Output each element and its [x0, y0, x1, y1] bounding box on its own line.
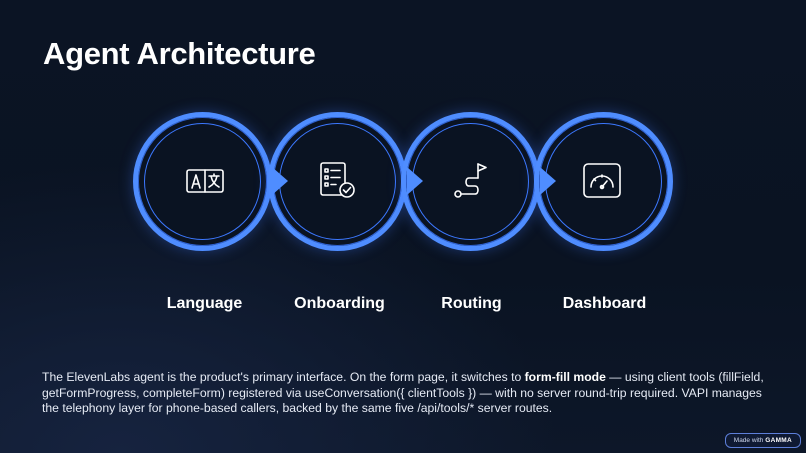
description-code-tools: fillField, getFormProgress, completeForm	[42, 370, 764, 400]
description-text-1: The ElevenLabs agent is the product's pr…	[42, 370, 525, 384]
description-text-5: server routes.	[474, 401, 553, 416]
description-text-2: — using client tools (	[605, 370, 723, 384]
flow-arrow-1	[272, 167, 288, 195]
gauge-icon	[580, 159, 624, 203]
step-label-routing: Routing	[441, 295, 502, 312]
description-code-routes: /api/tools/*	[417, 401, 475, 416]
description-paragraph: The ElevenLabs agent is the product's pr…	[42, 370, 772, 417]
checklist-icon	[316, 159, 360, 203]
step-label-dashboard: Dashboard	[562, 295, 647, 312]
badge-prefix: Made with	[733, 437, 764, 444]
route-flag-icon	[449, 159, 493, 203]
description-text-3: ) registered via	[220, 385, 305, 400]
language-translate-icon	[183, 159, 227, 203]
made-with-badge[interactable]: Made with GAMMA	[724, 433, 801, 448]
routing-ring	[401, 112, 540, 251]
step-label-onboarding: Onboarding	[294, 295, 385, 312]
description-bold-mode: form-fill mode	[524, 370, 606, 384]
flow-arrow-3	[540, 167, 556, 195]
flow-arrow-2	[407, 167, 423, 195]
dashboard-ring	[534, 112, 673, 251]
description-text-4: — with no server round-trip required. VA…	[42, 385, 762, 416]
step-label-language: Language	[166, 295, 243, 312]
onboarding-ring	[268, 112, 407, 251]
language-ring	[133, 112, 272, 251]
gamma-logo: GAMMA	[765, 437, 792, 444]
description-code-hook: useConversation({ clientTools })	[304, 385, 477, 400]
slide-title: Agent Architecture	[43, 36, 316, 71]
